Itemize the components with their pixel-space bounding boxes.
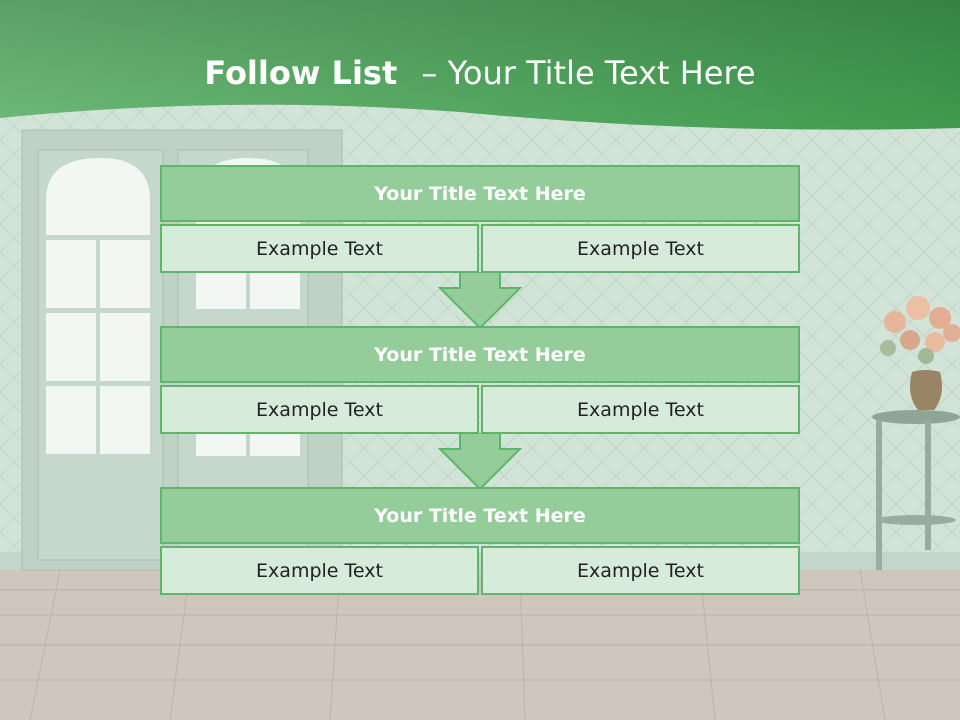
down-arrow-icon bbox=[438, 272, 522, 330]
slide-title-bold: Follow List bbox=[204, 54, 398, 92]
flow-block-1: Your Title Text Here Example Text Exampl… bbox=[160, 165, 800, 273]
slide-title-rest: – Your Title Text Here bbox=[421, 54, 756, 92]
block-cell-left: Example Text bbox=[160, 385, 479, 434]
block-cell-left: Example Text bbox=[160, 546, 479, 595]
slide-title: Follow List – Your Title Text Here bbox=[0, 54, 960, 92]
block-title: Your Title Text Here bbox=[160, 487, 800, 544]
block-cell-left: Example Text bbox=[160, 224, 479, 273]
block-title: Your Title Text Here bbox=[160, 326, 800, 383]
side-table bbox=[872, 370, 960, 570]
flow-block-2: Your Title Text Here Example Text Exampl… bbox=[160, 326, 800, 434]
down-arrow-icon bbox=[438, 433, 522, 491]
block-cell-right: Example Text bbox=[481, 546, 800, 595]
flow-block-3: Your Title Text Here Example Text Exampl… bbox=[160, 487, 800, 595]
block-title: Your Title Text Here bbox=[160, 165, 800, 222]
block-row: Example Text Example Text bbox=[160, 546, 800, 595]
block-cell-right: Example Text bbox=[481, 385, 800, 434]
block-cell-right: Example Text bbox=[481, 224, 800, 273]
flowers bbox=[880, 296, 960, 364]
block-row: Example Text Example Text bbox=[160, 385, 800, 434]
block-row: Example Text Example Text bbox=[160, 224, 800, 273]
